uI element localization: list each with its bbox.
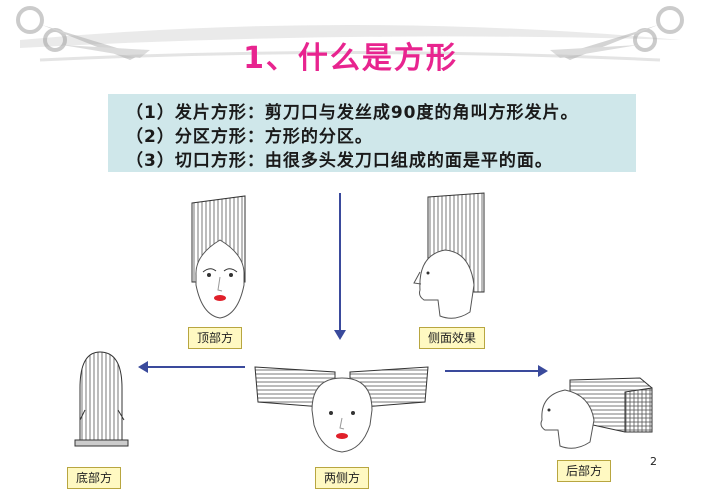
definition-line: （2）分区方形：方形的分区。: [126, 127, 373, 147]
head-top-square-illustration: [191, 195, 246, 319]
scissors-icon: [550, 6, 684, 60]
arrow-right: [445, 365, 548, 377]
definition-box: （1）发片方形：剪刀口与发丝成90度的角叫方形发片。 （2）分区方形：方形的分区…: [108, 94, 636, 172]
label-bottom-square: 底部方: [67, 467, 122, 489]
page-title: 1、什么是方形: [243, 41, 458, 76]
label-both-sides: 两侧方: [315, 467, 370, 489]
label-back-square: 后部方: [557, 460, 612, 482]
page-number: 2: [650, 455, 657, 468]
arrow-left: [138, 361, 245, 373]
label-top-square: 顶部方: [188, 327, 243, 349]
scissors-icon: [16, 6, 150, 60]
definition-line: （3）切口方形：由很多头发刀口组成的面是平的面。: [126, 151, 553, 171]
head-back-square-illustration: [540, 377, 653, 449]
label-side-effect: 侧面效果: [419, 327, 486, 349]
head-both-sides-illustration: [254, 366, 429, 453]
head-bottom-square-illustration: [74, 351, 129, 447]
definition-line: （1）发片方形：剪刀口与发丝成90度的角叫方形发片。: [126, 103, 579, 123]
arrow-down: [334, 193, 346, 340]
head-side-effect-illustration: [413, 192, 485, 319]
